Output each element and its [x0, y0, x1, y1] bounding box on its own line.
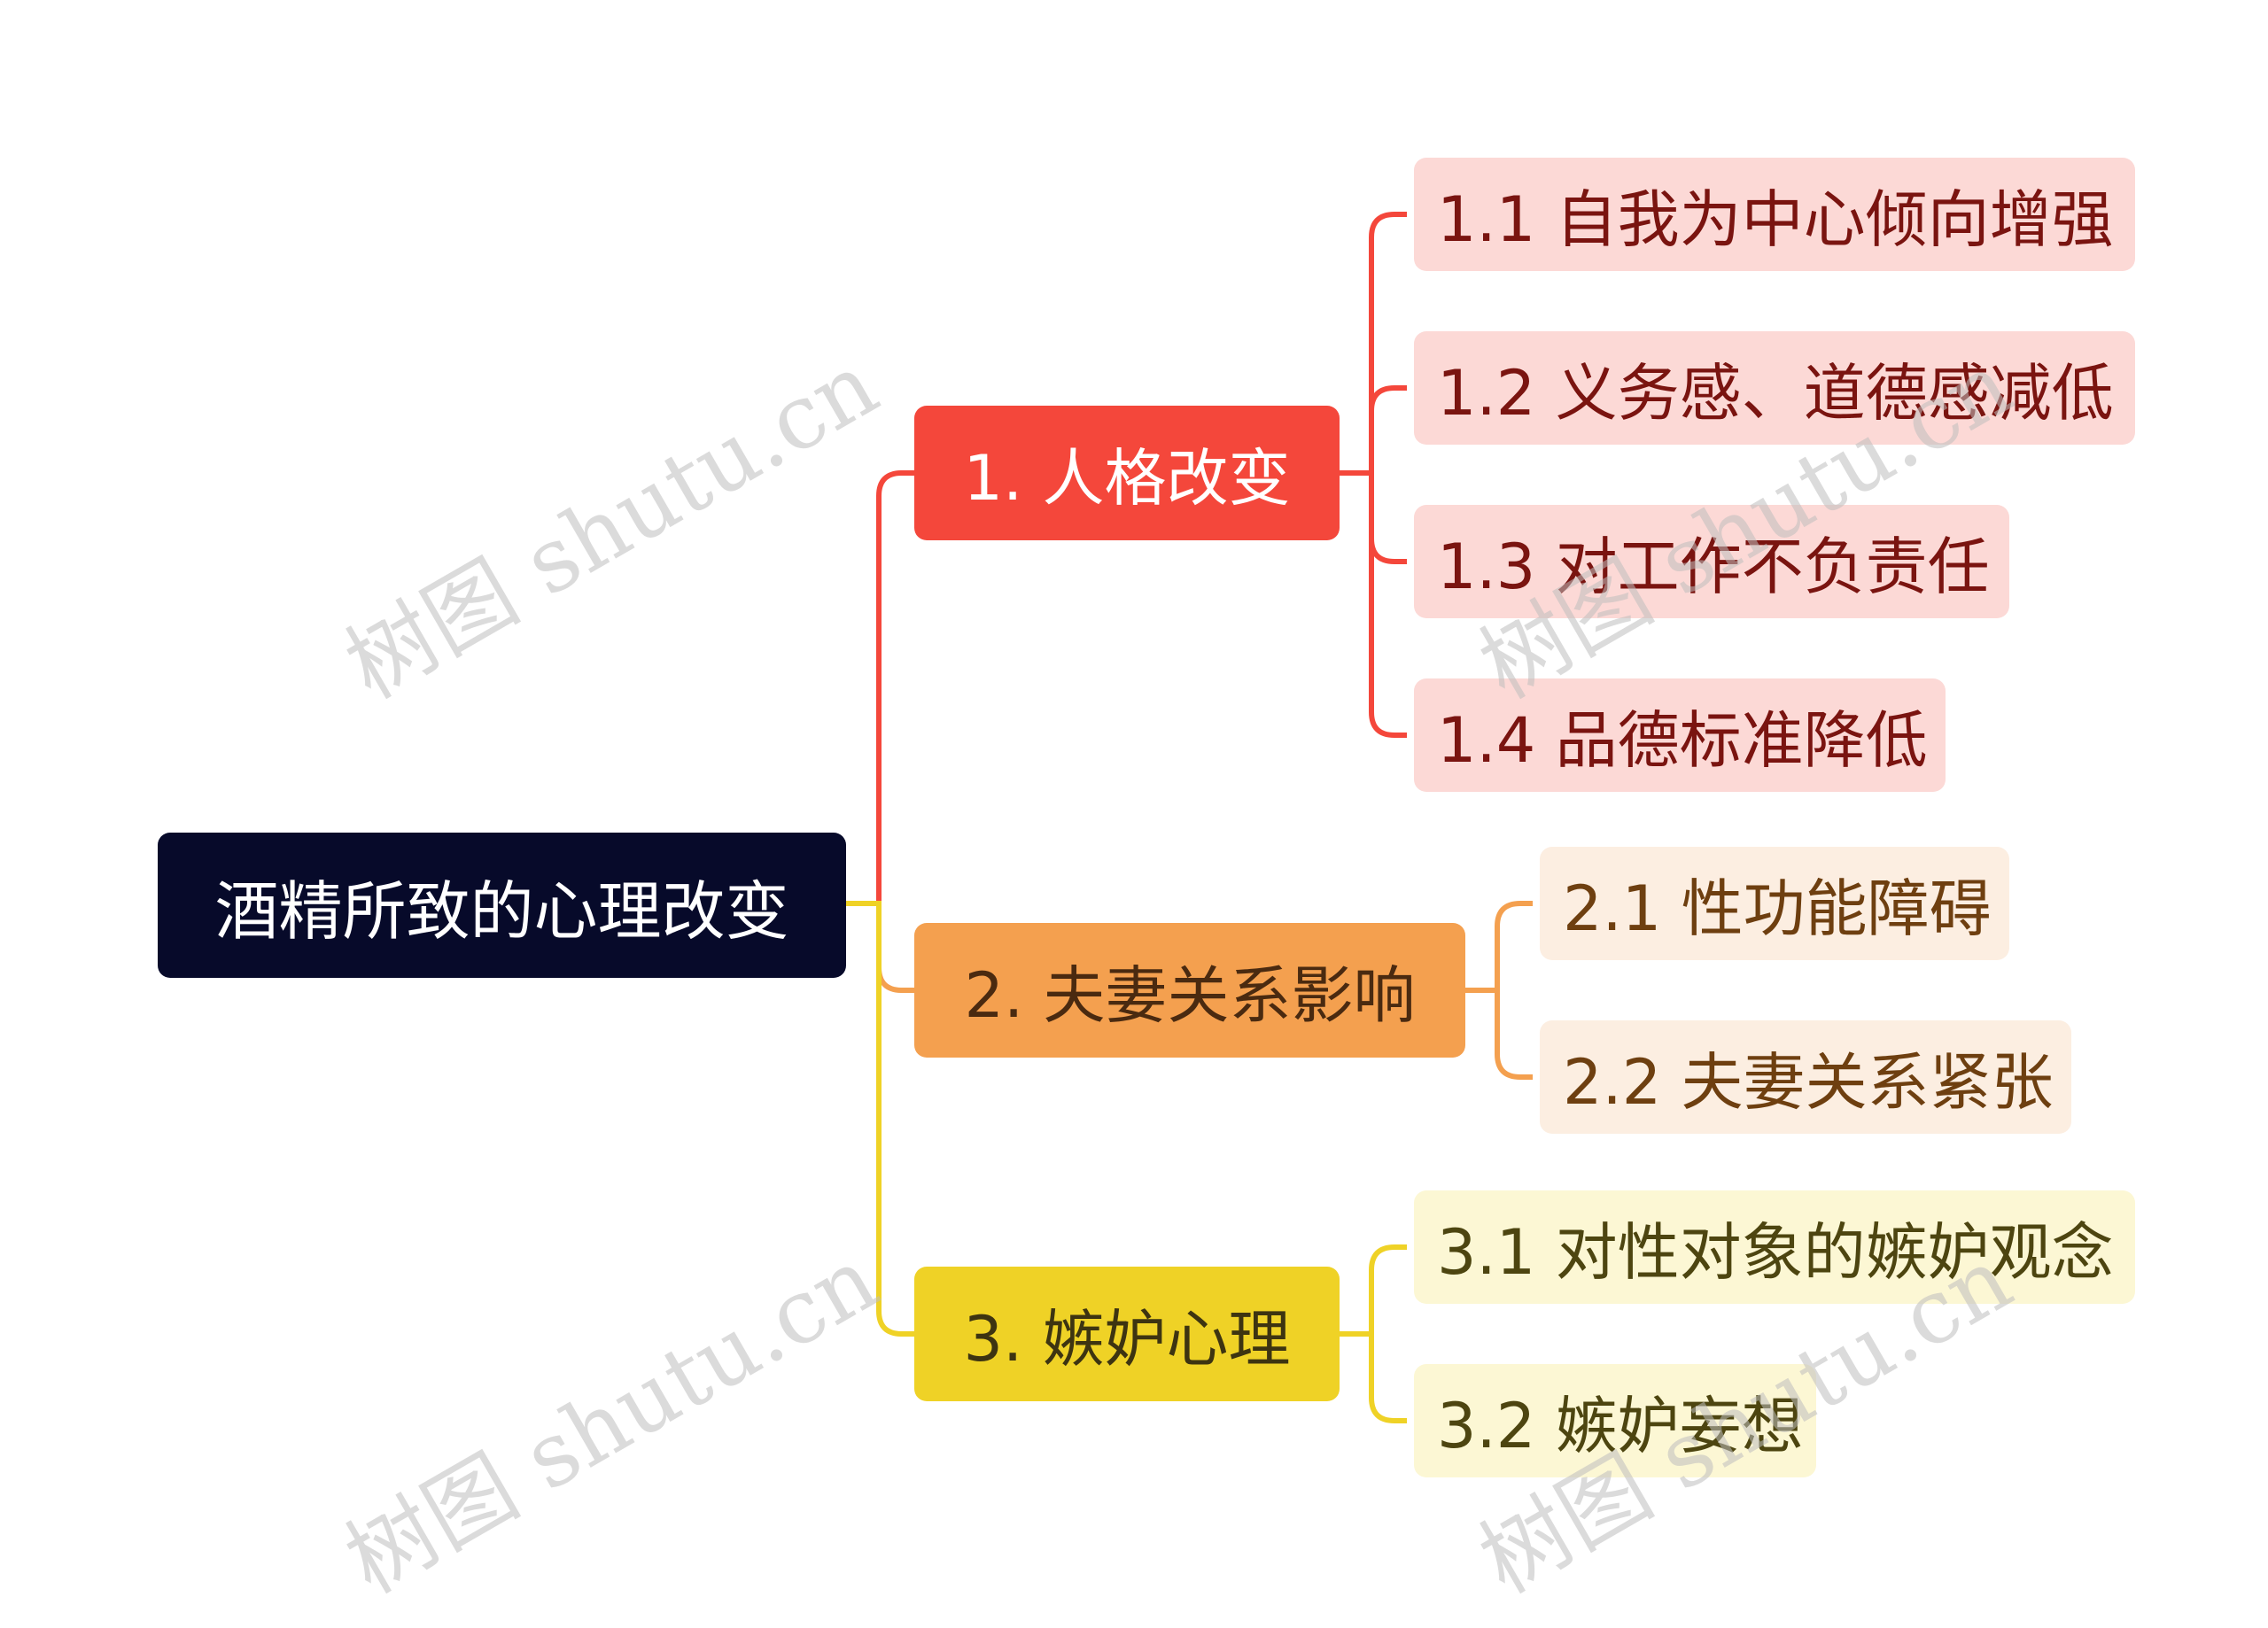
leaf-node-3-1[interactable]: 3.1 对性对象的嫉妒观念 — [1414, 1190, 2135, 1304]
branch-node-marriage[interactable]: 2. 夫妻关系影响 — [914, 923, 1465, 1058]
connector-b1-leaf2 — [1369, 385, 1407, 473]
connector-b3-leaf1 — [1369, 1244, 1407, 1334]
leaf-node-label: 2.1 性功能障碍 — [1563, 872, 1992, 945]
connector-b2-leaf1 — [1495, 901, 1533, 990]
connector-b1-leaf4 — [1369, 473, 1407, 738]
leaf-node-label: 2.2 夫妻关系紧张 — [1563, 1045, 2054, 1119]
leaf-node-label: 1.3 对工作不负责任 — [1437, 530, 1990, 603]
connector-b3-leaf2 — [1369, 1334, 1407, 1423]
leaf-node-1-4[interactable]: 1.4 品德标准降低 — [1414, 678, 1946, 792]
leaf-node-label: 1.1 自我为中心倾向增强 — [1437, 182, 2114, 256]
connector-b1-leaf3 — [1369, 473, 1407, 564]
root-node[interactable]: 酒精所致的心理改变 — [158, 833, 846, 978]
branch-node-label: 3. 嫉妒心理 — [963, 1302, 1291, 1376]
leaf-node-label: 3.1 对性对象的嫉妒观念 — [1437, 1215, 2114, 1289]
leaf-node-label: 1.2 义务感、道德感减低 — [1437, 356, 2114, 430]
leaf-node-1-1[interactable]: 1.1 自我为中心倾向增强 — [1414, 158, 2135, 271]
branch-node-jealousy[interactable]: 3. 嫉妒心理 — [914, 1267, 1340, 1401]
leaf-node-2-2[interactable]: 2.2 夫妻关系紧张 — [1540, 1020, 2071, 1134]
connector-root-branch1 — [846, 470, 914, 906]
connector-b1-leaf1 — [1369, 212, 1407, 473]
branch-node-personality[interactable]: 1. 人格改变 — [914, 406, 1340, 540]
leaf-node-label: 3.2 嫉妒妄想 — [1437, 1389, 1804, 1462]
root-node-label: 酒精所致的心理改变 — [214, 873, 789, 949]
leaf-node-1-3[interactable]: 1.3 对工作不负责任 — [1414, 505, 2009, 618]
leaf-node-1-2[interactable]: 1.2 义务感、道德感减低 — [1414, 331, 2135, 445]
connector-root-branch3 — [846, 901, 914, 1337]
leaf-node-2-1[interactable]: 2.1 性功能障碍 — [1540, 847, 2009, 960]
connector-b2-leaf2 — [1495, 990, 1533, 1080]
branch-node-label: 1. 人格改变 — [963, 441, 1291, 515]
leaf-node-3-2[interactable]: 3.2 嫉妒妄想 — [1414, 1364, 1816, 1477]
leaf-node-label: 1.4 品德标准降低 — [1437, 703, 1928, 777]
branch-node-label: 2. 夫妻关系影响 — [964, 958, 1416, 1032]
